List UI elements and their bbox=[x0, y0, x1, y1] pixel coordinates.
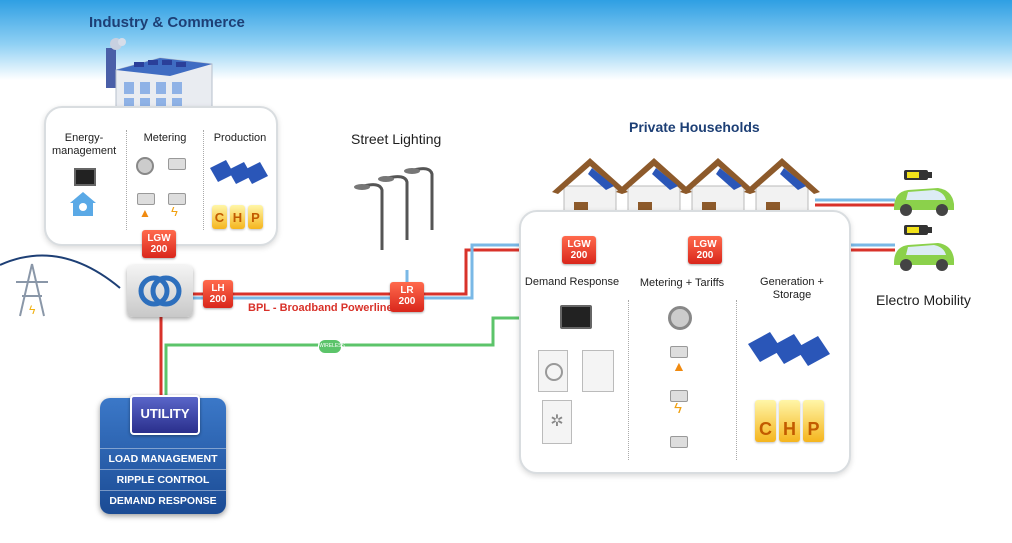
monitor-icon bbox=[74, 168, 96, 186]
solar-panels-icon bbox=[748, 332, 830, 366]
freezer-icon: ✲ bbox=[542, 400, 572, 444]
meter-icon bbox=[136, 157, 154, 175]
industry-chp-icon: C H P bbox=[212, 205, 263, 229]
households-chp-icon: C H P bbox=[755, 400, 824, 442]
flame-icon: ▲ bbox=[139, 206, 151, 220]
industry-production-label: Production bbox=[213, 132, 267, 144]
divider bbox=[628, 300, 629, 460]
smart-home-icon bbox=[70, 192, 96, 216]
street-lighting-title: Street Lighting bbox=[351, 131, 442, 147]
bpl-line-main bbox=[193, 243, 555, 300]
street-lamps-icon bbox=[354, 167, 434, 250]
gas-meter-icon bbox=[670, 346, 688, 358]
washing-machine-icon bbox=[538, 350, 568, 392]
svg-text:ϟ: ϟ bbox=[29, 303, 36, 317]
chp-p: P bbox=[803, 400, 824, 442]
divider bbox=[203, 130, 204, 230]
coupler-logo-icon bbox=[138, 275, 182, 307]
chp-c: C bbox=[755, 400, 776, 442]
households-title: Private Households bbox=[629, 119, 760, 135]
lgw-house-badge-1: LGW 200 bbox=[562, 236, 596, 264]
chp-h: H bbox=[779, 400, 800, 442]
ripple-control-item: RIPPLE CONTROL bbox=[100, 469, 226, 490]
lgw-industry-badge: LGW 200 bbox=[142, 230, 176, 258]
meter-icon bbox=[668, 306, 692, 330]
power-pylon-icon: ϟ bbox=[16, 263, 48, 317]
utility-title: UTILITY bbox=[130, 395, 200, 435]
industry-title: Industry & Commerce bbox=[89, 14, 245, 31]
coupler-device bbox=[127, 265, 193, 317]
generation-storage-label: Generation + Storage bbox=[760, 276, 824, 301]
demand-response-label: Demand Response bbox=[524, 276, 620, 288]
power-meter-icon bbox=[670, 390, 688, 402]
monitor-icon bbox=[560, 305, 592, 329]
solar-panels-icon bbox=[210, 160, 268, 184]
industry-energy-management-label: Energy- management bbox=[52, 132, 117, 157]
electric-car-icon bbox=[894, 225, 954, 271]
wireless-line bbox=[164, 316, 560, 400]
industry-metering-label: Metering bbox=[143, 132, 187, 144]
metering-tariffs-label: Metering + Tariffs bbox=[639, 277, 725, 289]
lr-badge: LR 200 bbox=[390, 282, 424, 312]
demand-response-item: DEMAND RESPONSE bbox=[100, 490, 226, 511]
power-meter-icon bbox=[168, 193, 186, 205]
gas-meter-icon bbox=[137, 193, 155, 205]
electric-car-icon bbox=[894, 170, 954, 216]
load-management-item: LOAD MANAGEMENT bbox=[100, 448, 226, 469]
overhead-line bbox=[0, 254, 121, 289]
chp-p: P bbox=[248, 205, 263, 229]
lightning-icon: ϟ bbox=[171, 204, 178, 219]
bpl-label: BPL - Broadband Powerline bbox=[248, 302, 393, 314]
chp-h: H bbox=[230, 205, 245, 229]
utility-box: UTILITY LOAD MANAGEMENT RIPPLE CONTROL D… bbox=[100, 395, 226, 514]
factory-icon bbox=[106, 38, 213, 117]
divider bbox=[736, 300, 737, 460]
divider bbox=[126, 130, 127, 230]
chp-c: C bbox=[212, 205, 227, 229]
lgw-house-badge-2: LGW 200 bbox=[688, 236, 722, 264]
wireless-node: WIRELESS bbox=[318, 339, 345, 354]
flame-icon: ▲ bbox=[672, 358, 686, 374]
lightning-icon: ϟ bbox=[674, 400, 682, 417]
electro-mobility-title: Electro Mobility bbox=[876, 292, 971, 308]
dishwasher-icon bbox=[582, 350, 614, 392]
water-meter-icon bbox=[670, 436, 688, 448]
power-line-main bbox=[193, 248, 555, 296]
meter-device-icon bbox=[168, 158, 186, 170]
lh-badge: LH 200 bbox=[203, 280, 233, 308]
